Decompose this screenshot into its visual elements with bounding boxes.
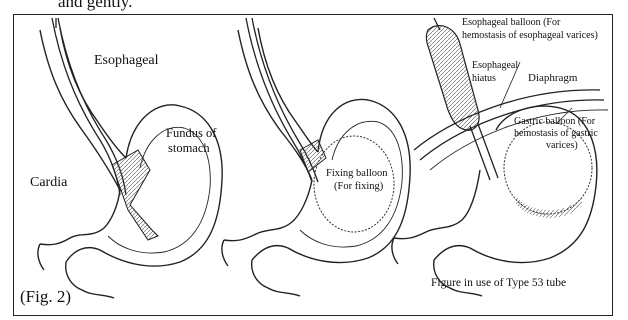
label-esophageal-hiatus-line-1: Esophageal <box>472 60 518 71</box>
label-cardia: Cardia <box>30 175 68 190</box>
label-fixing-balloon-line-2: (For fixing) <box>334 181 384 192</box>
label-fundus-line-2: stomach <box>168 141 210 155</box>
panel-1-tube <box>52 18 158 240</box>
label-esophageal: Esophageal <box>94 53 159 68</box>
label-gastric-balloon-line-1: Gastric balloon (For <box>514 116 596 127</box>
label-esophageal-balloon-line-2: hemostasis of esophageal varices) <box>462 30 598 41</box>
label-esophageal-hiatus-line-2: hiatus <box>472 73 496 84</box>
label-fundus-line-1: Fundus of <box>166 126 217 140</box>
label-gastric-balloon-line-2: hemostasis of gastric <box>514 128 598 139</box>
label-diaphragm: Diaphragm <box>528 72 578 84</box>
panel-2-tube <box>246 18 326 182</box>
label-fixing-balloon-line-1: Fixing balloon <box>326 168 388 179</box>
figure-in-use-label: Figure in use of Type 53 tube <box>431 277 566 289</box>
label-gastric-balloon-line-3: varices) <box>546 140 578 151</box>
figure-caption: (Fig. 2) <box>20 287 71 307</box>
label-esophageal-balloon-line-1: Esophageal balloon (For <box>462 17 561 28</box>
